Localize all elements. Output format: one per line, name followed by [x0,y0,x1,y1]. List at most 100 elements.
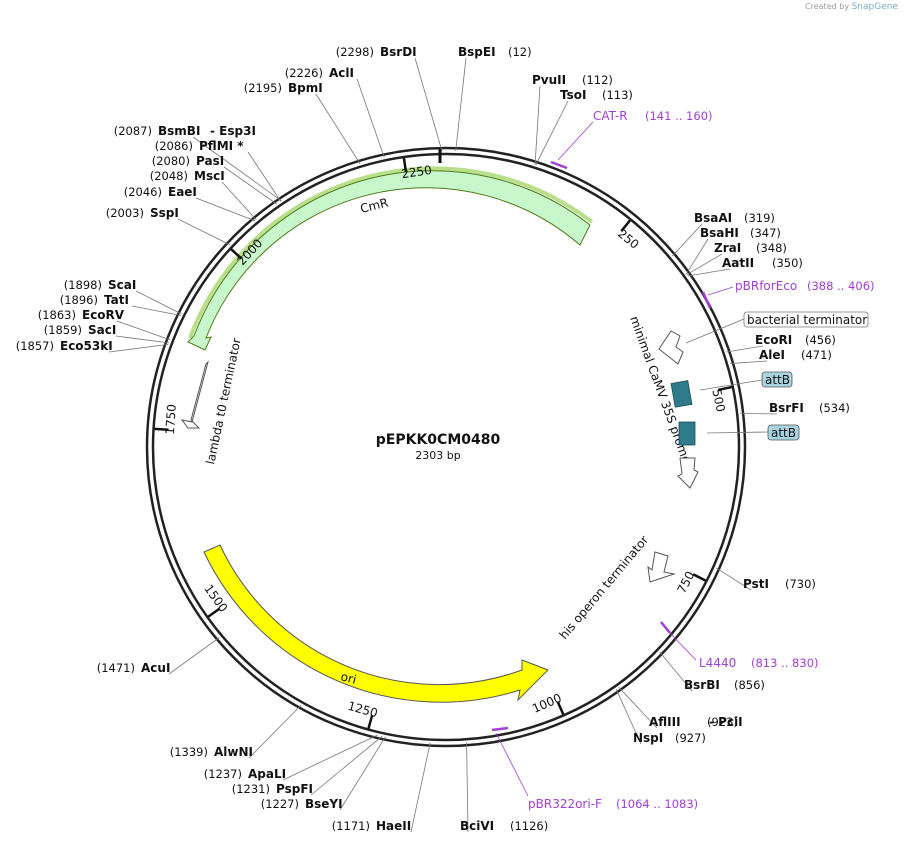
enzyme-extra: - PciI [709,715,743,729]
enzyme-name: EcoRV [82,308,125,322]
bacterial-terminator-arrow[interactable] [658,330,684,365]
attb-2-label: attB [771,426,796,440]
attb-feature-2[interactable] [678,421,696,446]
enzyme-name: TatI [104,293,129,307]
enzyme-leader [410,742,431,833]
enzyme-site-bcivi[interactable]: BciVI(1126) [460,742,548,833]
enzyme-leader [310,735,383,796]
enzyme-site-aatii[interactable]: AatII(350) [687,256,803,277]
enzyme-leader [726,345,764,353]
enzyme-site-haeii[interactable]: HaeII(1171) [332,742,431,833]
enzyme-site-ecorv[interactable]: EcoRV(1863) [38,308,171,341]
enzyme-leader [248,704,302,759]
enzyme-name: EaeI [168,185,197,199]
enzyme-site-bseyi[interactable]: BseYI(1227) [261,736,386,811]
enzyme-position: (12) [508,45,532,59]
his-operon-terminator-arrow[interactable] [647,551,676,583]
primer-pbrforeco[interactable]: pBRforEco (388 .. 406) [701,279,875,309]
tick-mark [556,701,565,715]
enzyme-site-sspi[interactable]: SspI(2003) [106,206,231,246]
enzyme-position: (2086) [155,139,193,153]
enzyme-name: TsoI [560,88,586,102]
enzyme-leader [685,238,709,275]
enzyme-site-nspi[interactable]: NspI(927) [615,689,706,745]
primer-pbr322ori-f[interactable]: pBR322ori-F (1064 .. 1083) [491,726,698,811]
enzyme-site-msci[interactable]: MscI(2048) [150,169,257,221]
enzyme-position: (112) [582,73,613,87]
enzyme-leader [729,360,768,364]
enzyme-site-apali[interactable]: ApaLI(1237) [204,734,378,781]
primer-cat-r[interactable]: CAT-R (141 .. 160) [550,109,713,170]
enzyme-position: (2087) [114,124,152,138]
enzyme-site-eco53ki[interactable]: Eco53kI(1857) [16,339,169,353]
enzyme-name: ZraI [714,241,741,255]
enzyme-extra: - Esp3I [210,124,256,138]
enzyme-site-zrai[interactable]: ZraI (348) [686,241,787,276]
plasmid-size: 2303 bp [415,449,460,462]
enzyme-leader [221,181,257,221]
enzyme-site-bsahi[interactable]: BsaHI(347) [685,226,781,275]
enzyme-leader [247,151,282,202]
enzyme-site-acui[interactable]: AcuI(1471) [97,637,220,675]
primer-name: pBRforEco [735,279,797,293]
tick-mark [367,714,374,729]
enzyme-site-bsmbi[interactable]: BsmBI(2087)- Esp3I [114,124,282,202]
enzyme-site-saci[interactable]: SacI(1859) [44,323,169,344]
enzyme-name: PvuII [532,73,566,87]
attb-feature-1[interactable] [670,380,693,408]
tick-label: 1250 [346,699,379,721]
enzyme-site-psti[interactable]: PstI(730) [715,567,816,591]
enzyme-site-alwni[interactable]: AlwNI(1339) [170,704,302,759]
enzyme-site-pasi[interactable]: PasI(2080) [152,154,278,205]
enzyme-site-bsrdi[interactable]: BsrDI(2298) [336,45,443,152]
enzyme-name: BseYI [305,797,343,811]
primer-l4440[interactable]: L4440 (813 .. 830) [660,621,819,670]
primer-name: CAT-R [593,109,628,123]
enzyme-site-ecori[interactable]: EcoRI(456) [726,333,836,353]
enzyme-position: (348) [756,241,787,255]
enzyme-position: (534) [819,401,850,415]
enzyme-site-bspei[interactable]: BspEI (12) [455,45,532,152]
enzyme-site-pspfi[interactable]: PspFI(1231) [232,735,383,796]
enzyme-leader [687,268,731,277]
enzyme-position: (2048) [150,169,188,183]
enzyme-position: (1896) [60,293,98,307]
enzyme-name: BciVI [460,819,494,833]
ori-feature-arrow[interactable] [203,544,549,703]
tick-mark [402,157,408,173]
tick-label: 1000 [530,691,564,716]
enzyme-site-afliii[interactable]: AflIII(923)- PciI [618,687,743,729]
enzyme-position: (113) [602,88,633,102]
enzyme-position: (1231) [232,782,270,796]
enzyme-site-tsoi[interactable]: TsoI (113) [535,88,633,166]
lambda-t0-terminator-label: lambda t0 terminator [203,337,243,466]
enzyme-site-bsaai[interactable]: BsaAI(319) [672,211,775,257]
enzyme-position: (2226) [285,66,323,80]
enzyme-site-bsrbi[interactable]: BsrBI(856) [659,651,765,692]
enzyme-name: PstI [743,577,769,591]
tick-mark [620,219,632,232]
cmr-feature-arrow[interactable] [187,170,591,351]
enzyme-site-pflmi[interactable]: PflMI *(2086) [155,139,282,202]
enzyme-leader [115,335,169,344]
enzyme-site-bsrfi[interactable]: BsrFI(534) [740,401,850,415]
enzyme-site-alei[interactable]: AleI(471) [729,348,832,364]
snapgene-credit: Created by SnapGene [805,2,898,12]
camv-35s-promoter-arrow[interactable] [677,457,699,489]
enzyme-leader [672,223,703,257]
bacterial-terminator-label: bacterial terminator [747,313,867,327]
enzyme-site-scai[interactable]: ScaI(1898) [64,278,182,315]
enzyme-position: (1237) [204,767,242,781]
enzyme-position: (1171) [332,819,370,833]
enzyme-name: BspEI [458,45,496,59]
enzyme-position: (1859) [44,323,82,337]
enzyme-site-pvuii[interactable]: PvuII (112) [532,73,613,165]
lambda-t0-terminator-arrow[interactable] [180,360,209,429]
enzyme-site-acli[interactable]: AclI(2226) [285,66,385,158]
enzyme-position: (471) [801,348,832,362]
enzyme-site-eaei[interactable]: EaeI(2046) [124,185,256,222]
enzyme-site-bpmi[interactable]: BpmI(2195) [244,81,361,164]
enzyme-name: BsaHI [700,226,739,240]
enzyme-leader [618,687,658,729]
enzyme-site-tati[interactable]: TatI (1896) [60,293,181,316]
